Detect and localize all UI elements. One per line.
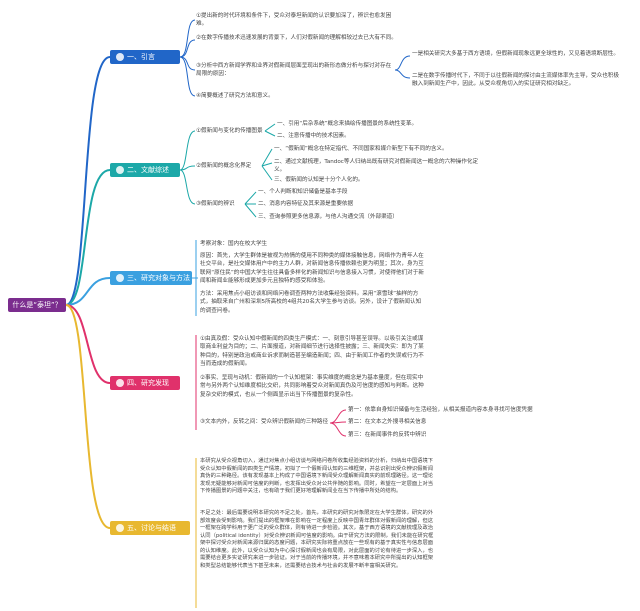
- s2-a: ①假新闻与变化的传播图景: [196, 128, 263, 134]
- s4-p3-item-1: 第一：依靠自身知识储备与生活经验，从相关报道内容本身寻找可信度凭据: [348, 407, 533, 413]
- s2-b: ②假新闻的概念化界定: [196, 163, 252, 169]
- s2-a-item-1: 一、引用“后杂系统”概念来描绘传播图景的系统性变革。: [277, 121, 418, 127]
- s2-b-item-1: 一、“假新闻”概念在特定指代、不同国家和媒介新型下有不同的含义。: [274, 146, 448, 152]
- section-subjects-methods[interactable]: 三、研究对象与方法: [110, 271, 192, 285]
- section-icon: [116, 274, 124, 282]
- s2-c-item-1: 一、个人判断和知识储备是基本手段: [258, 189, 348, 195]
- section-title: 五、讨论与结语: [127, 524, 176, 532]
- s1-item-1: ①提出新的时代环境和条件下，受众对泰坦新闻的认识要加深了，辨识也愈发困难。: [196, 13, 392, 28]
- s1-item-3: ③分析中西方新闻学界和业界对假新闻层面呈现出的新形态做分析与探讨对存在局限的原因…: [196, 63, 392, 78]
- s4-p3: ③文本内外，反转之间：受众辨识假新闻的三种路径: [200, 419, 329, 425]
- s1-sub-1: 一是相关研究大多基于西方语境，但假新闻现象远更全球性的，又见着语境断层性。: [412, 51, 619, 57]
- section-icon: [116, 53, 124, 61]
- s2-b-item-3: 三、假新闻的认知是十分个人化的。: [274, 177, 364, 183]
- s4-p2: ②事实、呈现与动机：假新闻的一个认知框架：事实维度的概念是为基本量度，但在现实中…: [200, 375, 424, 398]
- s1-sub-2: 二是在数字传播时代下，不同于以往假新闻的探讨由主流媒体率先主导，受众也积极融入到…: [412, 73, 619, 88]
- section-discussion-conclusion[interactable]: 五、讨论与结语: [110, 521, 190, 535]
- s2-b-item-2: 二、通过文献梳理，Tandoc等人归纳出既有研究对假新闻这一概念的六种操作化定义…: [274, 159, 479, 174]
- section-title: 一、引言: [127, 53, 155, 61]
- s5-p1: 本研究从受众视角切入，通过对焦点小组访谈与网络问卷所收集经验资料的分析，归纳出中…: [200, 458, 434, 495]
- section-icon: [116, 524, 124, 532]
- section-icon: [116, 379, 124, 387]
- s3-p2: 原因：首先，大学生群体是被视为热情的使用不同种类的媒体接触信息，网络作为青年人在…: [200, 253, 424, 285]
- section-title: 二、文献综述: [127, 166, 169, 174]
- section-title: 四、研究发现: [127, 379, 169, 387]
- s2-c-item-2: 二、消息内容特征及其来源是重要依据: [258, 201, 354, 207]
- s4-p3-item-3: 第三：在新闻事件的反转中辨识: [348, 432, 427, 438]
- root-node[interactable]: 什么是“泰坦”？: [8, 298, 66, 312]
- section-findings[interactable]: 四、研究发现: [110, 376, 180, 390]
- s3-p3: 方法：采用焦点小组访谈和网络问卷调查两种方法收集经验资料。采用“滚雪球”抽样的方…: [200, 291, 422, 314]
- s4-p1: ①由真及假：受众认知中假新闻的四类生产模式：一、刻意引导甚至误导。以吸引关注或谋…: [200, 336, 424, 368]
- s5-p2: 不足之处：最后需要说明本研究的不足之处，首先，本研究的研究对象限定在大学生群体，…: [200, 510, 434, 569]
- section-title: 三、研究对象与方法: [127, 274, 190, 282]
- s1-item-2: ②在数字传播技术迅速发展的背景下，人们对假新闻的理解相较过去已大有不同。: [196, 35, 397, 41]
- section-literature-review[interactable]: 二、文献综述: [110, 163, 180, 177]
- s2-a-item-2: 二、注意传播中的技术因素。: [277, 133, 350, 139]
- s1-item-4: ④简要概述了研究方法和意义。: [196, 93, 274, 99]
- s3-p1: 考察对象：国内在校大学生: [200, 241, 268, 247]
- s4-p3-item-2: 第二：在文本之外搜寻相关信息: [348, 419, 427, 425]
- s2-c: ③假新闻的辨识: [196, 201, 235, 207]
- s2-c-item-3: 三、查询参照更多信息源，与他人沟通交流（外部渠道）: [258, 214, 398, 220]
- section-icon: [116, 166, 124, 174]
- section-introduction[interactable]: 一、引言: [110, 50, 180, 64]
